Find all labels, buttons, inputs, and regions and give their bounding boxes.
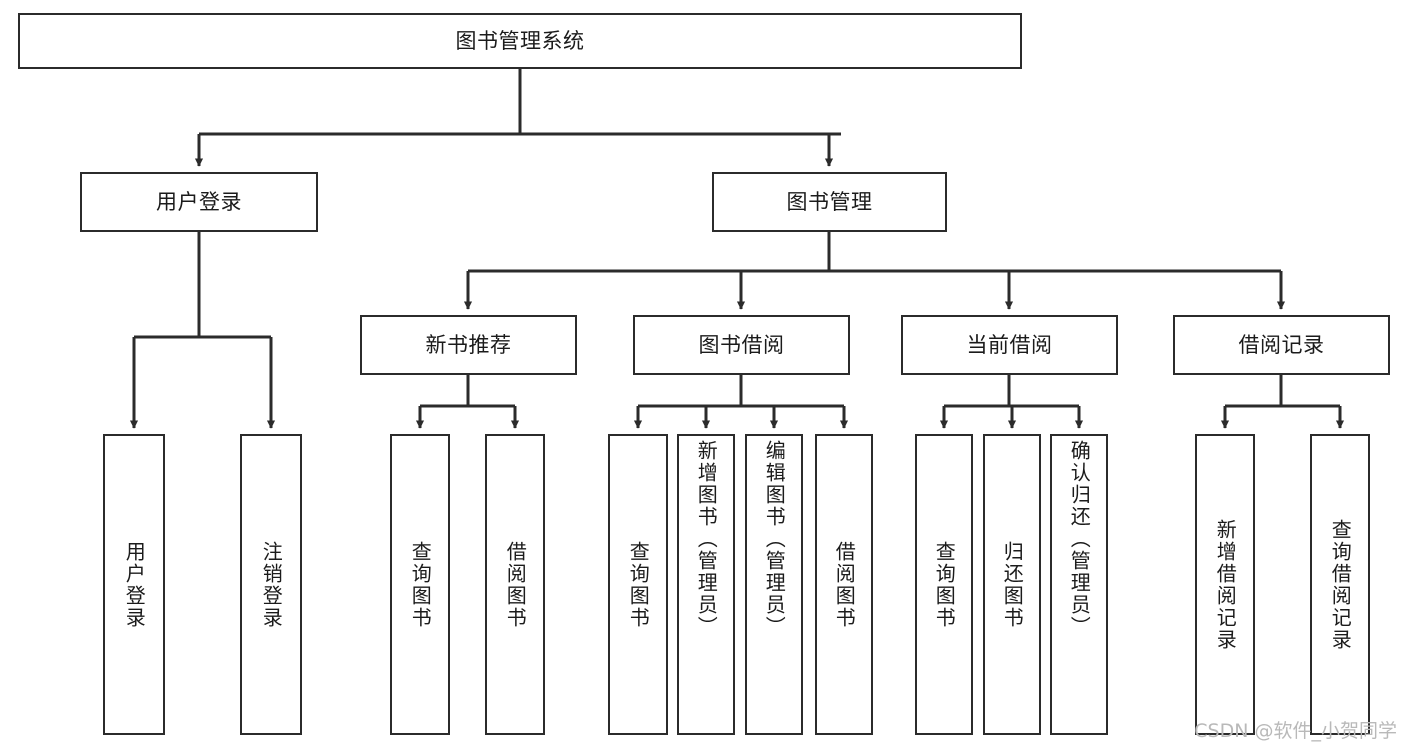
node-leaf-edit-book-admin[interactable]: 编辑图书（管理员） (745, 434, 803, 735)
node-new-book-recommend-label: 新书推荐 (425, 332, 512, 357)
node-leaf-add-book-admin[interactable]: 新增图书（管理员） (677, 434, 735, 735)
node-root[interactable]: 图书管理系统 (18, 13, 1022, 69)
node-leaf-confirm-return-admin[interactable]: 确认归还（管理员） (1050, 434, 1108, 735)
node-leaf-borrow-book-label: 借阅图书 (832, 540, 857, 629)
node-leaf-query-book-recommend-label: 查询图书 (408, 540, 433, 629)
leaf-inner: 编辑图书（管理员） (747, 436, 801, 737)
node-book-manage-label: 图书管理 (786, 189, 873, 214)
node-leaf-add-book-admin-label: 新增图书（管理员） (694, 440, 719, 638)
node-leaf-user-login-label: 用户登录 (122, 540, 147, 629)
node-leaf-query-book-borrow[interactable]: 查询图书 (608, 434, 668, 735)
node-leaf-user-logout[interactable]: 注销登录 (240, 434, 302, 735)
node-leaf-confirm-return-admin-label: 确认归还（管理员） (1067, 440, 1092, 638)
leaf-inner: 查询借阅记录 (1312, 436, 1368, 733)
leaf-inner: 新增图书（管理员） (679, 436, 733, 737)
leaf-inner: 借阅图书 (817, 436, 871, 733)
node-leaf-edit-book-admin-label: 编辑图书（管理员） (762, 440, 787, 638)
node-borrow-record[interactable]: 借阅记录 (1173, 315, 1390, 375)
leaf-inner: 用户登录 (105, 436, 163, 733)
node-leaf-user-login[interactable]: 用户登录 (103, 434, 165, 735)
node-leaf-borrow-book[interactable]: 借阅图书 (815, 434, 873, 735)
node-leaf-query-borrow-record[interactable]: 查询借阅记录 (1310, 434, 1370, 735)
node-book-borrow-label: 图书借阅 (698, 332, 785, 357)
node-leaf-user-logout-label: 注销登录 (259, 540, 284, 629)
node-current-borrow[interactable]: 当前借阅 (901, 315, 1118, 375)
leaf-inner: 新增借阅记录 (1197, 436, 1253, 733)
node-leaf-return-book[interactable]: 归还图书 (983, 434, 1041, 735)
node-leaf-add-borrow-record[interactable]: 新增借阅记录 (1195, 434, 1255, 735)
leaf-inner: 查询图书 (392, 436, 448, 733)
leaf-inner: 查询图书 (917, 436, 971, 733)
node-book-manage[interactable]: 图书管理 (712, 172, 947, 232)
leaf-inner: 注销登录 (242, 436, 300, 733)
node-leaf-query-borrow-record-label: 查询借阅记录 (1328, 518, 1353, 651)
node-book-borrow[interactable]: 图书借阅 (633, 315, 850, 375)
node-leaf-query-book-current-label: 查询图书 (932, 540, 957, 629)
node-new-book-recommend[interactable]: 新书推荐 (360, 315, 577, 375)
csdn-watermark: CSDN @软件_小贺同学 (1194, 720, 1397, 742)
node-user-login-label: 用户登录 (156, 189, 242, 214)
leaf-inner: 归还图书 (985, 436, 1039, 733)
node-leaf-query-book-borrow-label: 查询图书 (626, 540, 651, 629)
node-leaf-query-book-recommend[interactable]: 查询图书 (390, 434, 450, 735)
node-user-login[interactable]: 用户登录 (80, 172, 318, 232)
node-borrow-record-label: 借阅记录 (1238, 332, 1325, 357)
node-root-label: 图书管理系统 (455, 28, 585, 53)
leaf-inner: 查询图书 (610, 436, 666, 733)
node-leaf-borrow-book-recommend[interactable]: 借阅图书 (485, 434, 545, 735)
leaf-inner: 确认归还（管理员） (1052, 436, 1106, 737)
node-leaf-query-book-current[interactable]: 查询图书 (915, 434, 973, 735)
node-leaf-add-borrow-record-label: 新增借阅记录 (1213, 518, 1238, 651)
node-current-borrow-label: 当前借阅 (966, 332, 1053, 357)
node-leaf-return-book-label: 归还图书 (1000, 540, 1025, 629)
leaf-inner: 借阅图书 (487, 436, 543, 733)
node-leaf-borrow-book-recommend-label: 借阅图书 (503, 540, 528, 629)
